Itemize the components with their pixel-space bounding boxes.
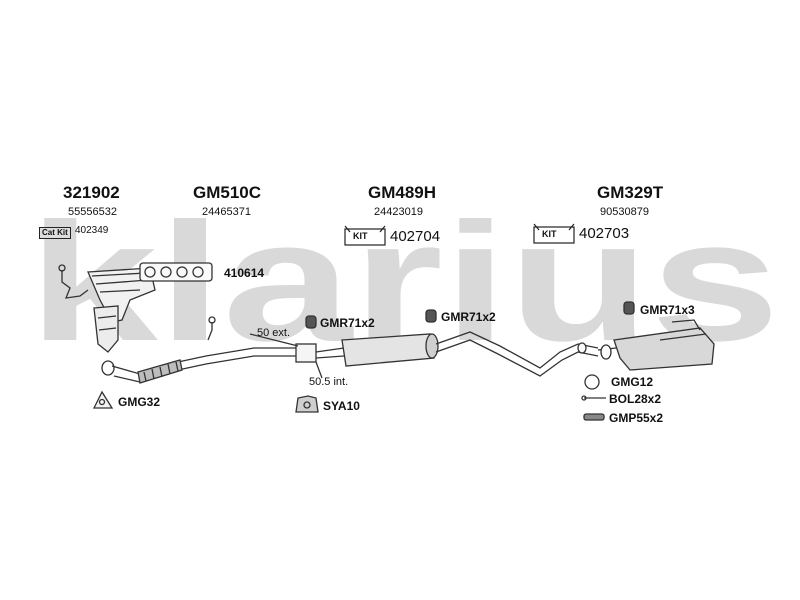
front-pipe (101, 316, 300, 384)
middle-oe-ref: 24423019 (374, 206, 423, 218)
ring-gasket-icon (584, 374, 600, 390)
internal-diameter-note: 50.5 int. (309, 376, 349, 388)
middle-silencer (315, 331, 599, 377)
rear-part-code: GM329T (597, 183, 664, 202)
manifold-oe-ref: 55556532 (68, 206, 117, 218)
gasket-part-code: GM510C (193, 183, 262, 202)
hanger-label-b: GMR71x2 (441, 310, 496, 324)
manifold-part-code: 321902 (63, 183, 120, 202)
rubber-hanger-icons (305, 301, 635, 329)
external-diameter-note: 50 ext. (257, 327, 291, 339)
pipe-sleeve (249, 333, 323, 379)
rear-kit-tag: KIT (542, 229, 557, 239)
catalytic-manifold (58, 264, 156, 353)
catkit-tag: Cat Kit (39, 227, 71, 239)
gasket-gmg32-label: GMG32 (118, 395, 161, 409)
gasket-oe-ref: 24465371 (202, 206, 251, 218)
clamp-icon (295, 395, 319, 413)
paste-tube-icon (583, 413, 605, 421)
gasket-label: 410614 (224, 266, 265, 280)
middle-kit-number: 402704 (390, 228, 441, 245)
bolt-bol-label: BOL28x2 (609, 392, 662, 406)
catkit-number: 402349 (75, 225, 109, 236)
rear-silencer (597, 319, 715, 371)
middle-part-code: GM489H (368, 183, 437, 202)
rear-kit-number: 402703 (579, 225, 630, 242)
hanger-label-c: GMR71x3 (640, 303, 695, 317)
rear-oe-ref: 90530879 (600, 206, 649, 218)
manifold-gasket (139, 262, 213, 282)
kit-boxes (344, 223, 575, 246)
middle-kit-tag: KIT (353, 231, 368, 241)
ring-gmg12-label: GMG12 (611, 375, 654, 389)
clamp-sya10-label: SYA10 (323, 399, 360, 413)
hanger-label-a: GMR71x2 (320, 316, 375, 330)
paste-gmp-label: GMP55x2 (609, 411, 664, 425)
